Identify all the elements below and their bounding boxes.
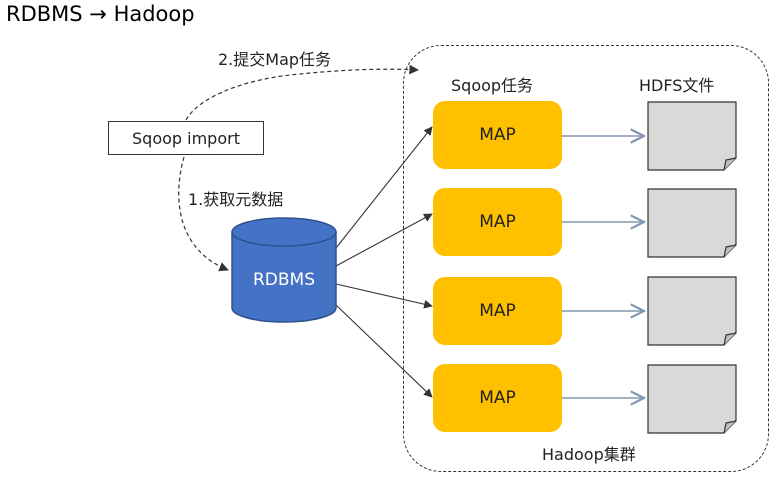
- map-task-2: MAP: [433, 188, 562, 256]
- rdbms-to-map-4: [335, 304, 433, 398]
- hdfs-files-label: HDFS文件: [639, 76, 715, 95]
- rdbms-cylinder-icon: [231, 217, 337, 323]
- map-task-4: MAP: [433, 364, 562, 432]
- hdfs-file-icon-4: [647, 364, 737, 434]
- map-task-3: MAP: [433, 277, 562, 345]
- rdbms-label: RDBMS: [252, 270, 316, 290]
- cluster-label: Hadoop集群: [542, 445, 636, 464]
- hdfs-file-icon-2: [647, 188, 737, 258]
- submit-task-arrow: [185, 64, 419, 121]
- hadoop-cluster-boundary: [403, 45, 769, 472]
- fetch-metadata-arrow: [178, 156, 229, 272]
- step1-label: 1.获取元数据: [188, 190, 284, 209]
- step2-label: 2.提交Map任务: [218, 50, 332, 69]
- map-task-1: MAP: [433, 101, 562, 169]
- hdfs-file-icon-3: [647, 276, 737, 346]
- rdbms-to-map-3: [335, 283, 433, 309]
- diagram-title: RDBMS → Hadoop: [6, 2, 195, 26]
- rdbms-to-map-2: [335, 213, 433, 267]
- sqoop-tasks-label: Sqoop任务: [451, 76, 534, 95]
- rdbms-to-map-1: [335, 126, 433, 249]
- sqoop-import-box: Sqoop import: [108, 121, 264, 155]
- hdfs-file-icon-1: [647, 101, 737, 171]
